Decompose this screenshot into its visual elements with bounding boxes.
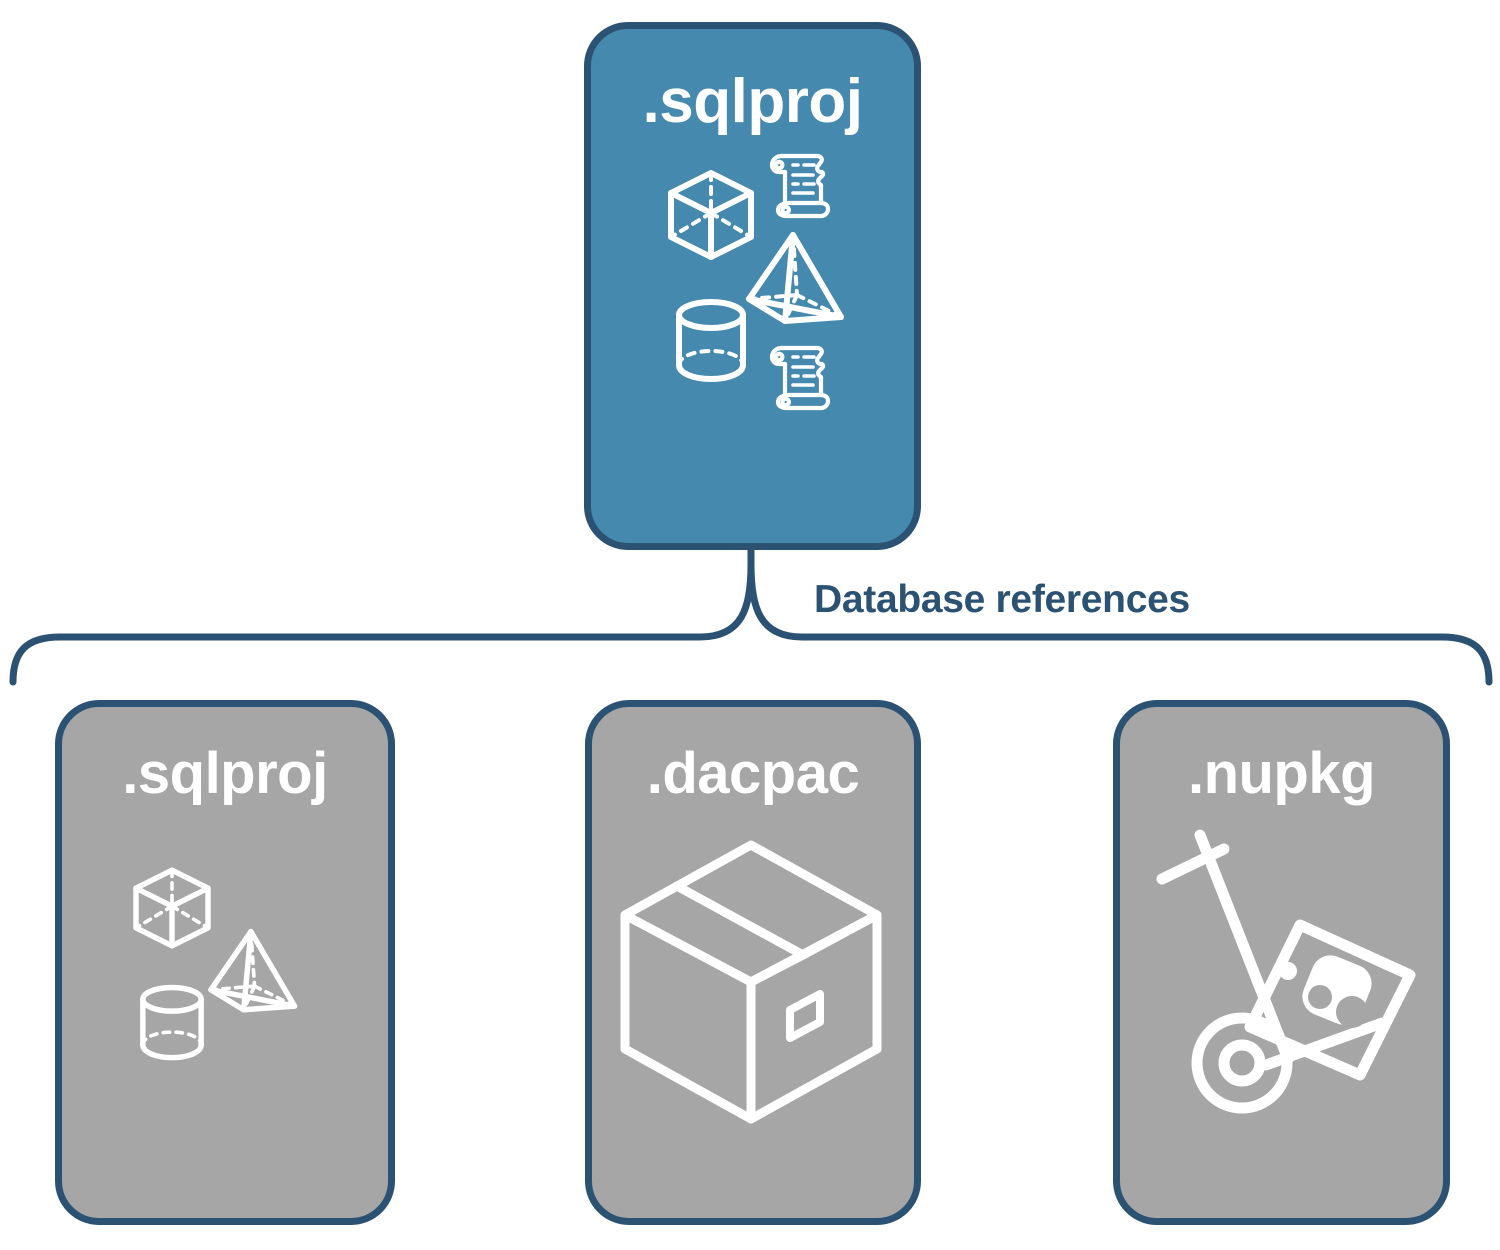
node-ref-nupkg[interactable]: .nupkg [1113, 700, 1450, 1225]
pyramid-icon [208, 928, 298, 1013]
cylinder-icon [675, 299, 746, 382]
ref-dacpac-icon-group [603, 809, 903, 1139]
database-references-brace [9, 548, 1493, 686]
nuget-package-icon [1244, 919, 1415, 1081]
cube-icon [133, 867, 211, 949]
ref-nupkg-icon-group [1132, 809, 1432, 1139]
node-ref-nupkg-title: .nupkg [1187, 741, 1376, 806]
node-root-title: .sqlproj [642, 67, 863, 136]
pyramid-icon [745, 232, 844, 324]
node-ref-sqlproj-title: .sqlproj [122, 741, 328, 806]
node-ref-sqlproj[interactable]: .sqlproj [55, 700, 395, 1225]
hand-truck-icon [1156, 829, 1387, 1114]
node-root-sqlproj[interactable]: .sqlproj [584, 22, 921, 550]
root-icon-group [653, 147, 853, 417]
cube-icon [667, 170, 754, 260]
scroll-icon [769, 153, 830, 219]
brace-label: Database references [814, 578, 1190, 621]
node-ref-dacpac[interactable]: .dacpac [585, 700, 921, 1225]
scroll-icon [769, 345, 830, 411]
package-box-icon [620, 840, 882, 1124]
ref-sqlproj-icon-group [95, 821, 355, 1121]
cylinder-icon [140, 984, 204, 1061]
node-ref-dacpac-title: .dacpac [646, 741, 860, 806]
